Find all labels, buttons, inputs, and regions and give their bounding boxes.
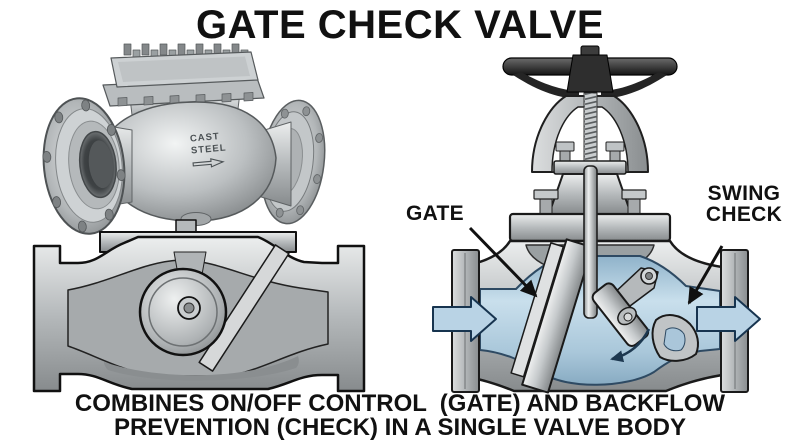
inlet-flow-arrow	[432, 296, 497, 342]
figure-gate-check-cutaway	[432, 45, 761, 394]
check-disc-ring	[148, 277, 218, 347]
backflow-curved-arrow	[610, 328, 651, 363]
cast-steel-marking: CAST STEEL	[189, 131, 228, 170]
figure-swing-check-exterior	[42, 43, 326, 235]
bonnet-flange-bolts	[533, 189, 647, 215]
gate-callout: GATE	[406, 202, 464, 225]
caption: COMBINES ON/OFF CONTROL (GATE) AND BACKF…	[0, 392, 800, 440]
handwheel-hub	[566, 54, 614, 93]
page-title: GATE CHECK VALVE	[195, 3, 605, 47]
figure-swing-check-section	[32, 219, 366, 393]
bonnet-top-inner	[118, 56, 250, 82]
caption-line1: COMBINES ON/OFF CONTROL (GATE) AND BACKF…	[74, 390, 726, 417]
bonnet-bolts-back-row	[123, 43, 240, 56]
gate-assembly	[510, 238, 594, 394]
swing-pivot-core	[645, 272, 653, 280]
gate-leader-arrow	[468, 226, 538, 298]
valve-seat	[198, 244, 290, 372]
left-flange	[42, 97, 126, 235]
swing-check-leader-arrow	[687, 245, 724, 305]
valve-body-3d	[101, 101, 277, 222]
caption-line2: PREVENTION (CHECK) IN A SINGLE VALVE BOD…	[113, 414, 687, 441]
swing-check-callout: SWING CHECK	[694, 183, 794, 225]
handwheel-spoke-left	[513, 72, 579, 99]
cast-steel-line2: STEEL	[190, 142, 227, 157]
swing-disc-nut	[623, 312, 633, 322]
stem-threads	[584, 93, 597, 165]
swing-check-line2: CHECK	[705, 203, 783, 226]
outlet-flow-arrow	[696, 296, 761, 342]
cavity-bottom-shade	[104, 356, 299, 381]
gland-bolts	[555, 141, 625, 163]
handwheel-spoke-right	[601, 72, 667, 99]
disc-hub-core	[183, 302, 195, 314]
swing-check-line1: SWING	[707, 182, 781, 205]
seat-bridge-port	[663, 327, 686, 352]
valve-stem	[583, 165, 598, 319]
flow-direction-arrow-icon	[192, 158, 225, 168]
flange-bolt-holes	[42, 99, 126, 233]
